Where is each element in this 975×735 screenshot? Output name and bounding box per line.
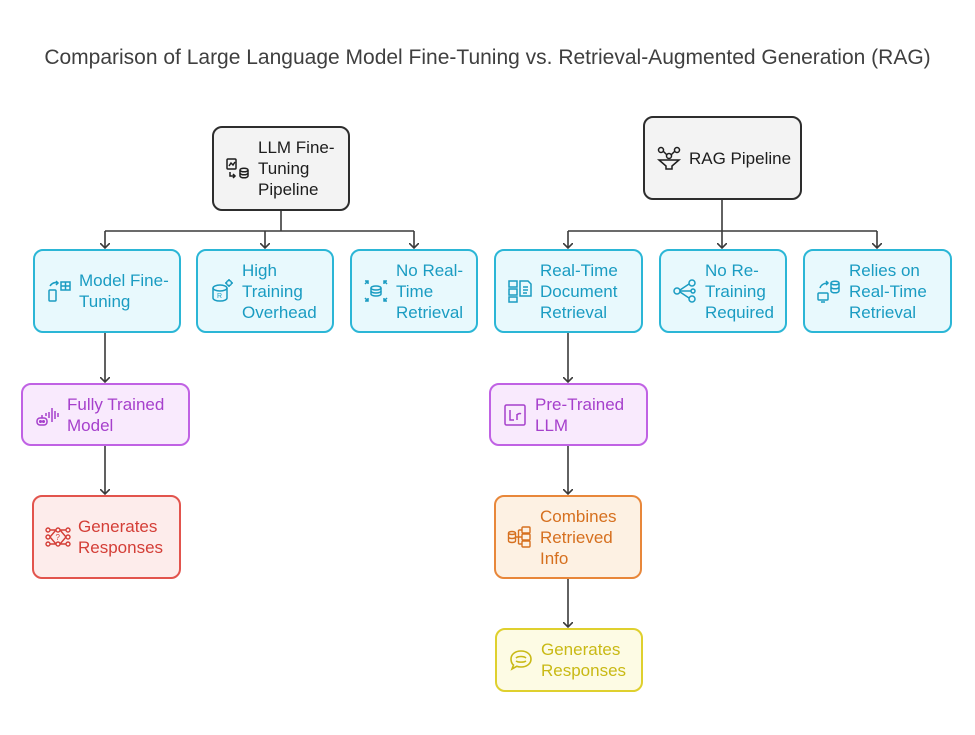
node-no-real-time-retrieval: No Real- Time Retrieval <box>350 249 478 333</box>
svg-text:R: R <box>217 293 222 300</box>
svg-text:?: ? <box>56 533 61 542</box>
funnel-network-icon <box>655 144 683 172</box>
node-high-training-overhead: R High Training Overhead <box>196 249 334 333</box>
node-no-re-training-required: No Re- Training Required <box>659 249 787 333</box>
node-label: LLM Fine- Tuning Pipeline <box>258 138 335 199</box>
node-label: Combines Retrieved Info <box>540 506 617 568</box>
node-rag-pipeline: RAG Pipeline <box>643 116 802 200</box>
data-transfer-icon <box>224 155 252 183</box>
node-label: No Re- Training Required <box>705 260 774 322</box>
node-pre-trained-llm: Pre-Trained LLM <box>489 383 648 446</box>
node-label: Generates Responses <box>78 517 164 557</box>
node-label: RAG Pipeline <box>689 148 792 168</box>
neural-network-icon: ? <box>44 523 72 551</box>
node-relies-on-real-time-retrieval: Relies on Real-Time Retrieval <box>803 249 952 333</box>
node-model-fine-tuning: Model Fine- Tuning <box>33 249 181 333</box>
node-combines-retrieved-info: Combines Retrieved Info <box>494 495 642 579</box>
node-label: Generates Responses <box>541 640 627 680</box>
lr-badge-icon <box>501 401 529 429</box>
node-label: Fully Trained Model <box>67 394 165 435</box>
document-list-icon <box>506 277 534 305</box>
share-nodes-icon <box>671 277 699 305</box>
node-label: No Real- Time Retrieval <box>396 260 464 322</box>
device-sync-icon <box>45 277 73 305</box>
merge-data-icon <box>506 523 534 551</box>
robot-voice-icon <box>33 401 61 429</box>
diagram-title: Comparison of Large Language Model Fine-… <box>44 46 931 69</box>
node-real-time-document-retrieval: Real-Time Document Retrieval <box>494 249 643 333</box>
node-label: Pre-Trained LLM <box>535 394 625 435</box>
database-gear-icon: R <box>208 277 236 305</box>
node-generates-responses-rag: Generates Responses <box>495 628 643 692</box>
node-generates-responses-ft: ? Generates Responses <box>32 495 181 579</box>
node-llm-fine-tuning-pipeline: LLM Fine- Tuning Pipeline <box>212 126 350 211</box>
database-expand-icon <box>362 277 390 305</box>
node-label: Real-Time Document Retrieval <box>540 260 618 322</box>
node-fully-trained-model: Fully Trained Model <box>21 383 190 446</box>
node-label: Model Fine- Tuning <box>79 271 169 311</box>
database-sync-icon <box>815 277 843 305</box>
node-label: Relies on Real-Time Retrieval <box>849 260 927 322</box>
chat-bubble-icon <box>507 646 535 674</box>
node-label: High Training Overhead <box>242 260 317 322</box>
